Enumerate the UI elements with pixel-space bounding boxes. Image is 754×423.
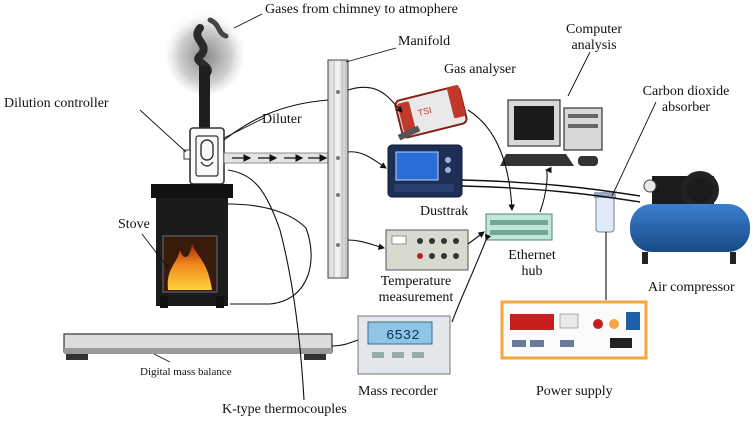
label-gas-analyser: Gas analyser [444, 62, 516, 77]
chimney [199, 66, 210, 156]
label-mass-recorder: Mass recorder [358, 384, 438, 399]
co2-absorber-jar [594, 192, 616, 233]
label-computer-analysis: Computer analysis [562, 22, 626, 54]
label-diluter: Diluter [262, 112, 302, 127]
dusttrak-device [387, 144, 463, 198]
gas-analyser-brand: TSI [417, 105, 433, 118]
label-digital-mass-balance: Digital mass balance [140, 366, 232, 378]
label-leaders [139, 13, 657, 363]
power-supply-unit [500, 300, 648, 360]
label-ethernet-line1: Ethernet [508, 248, 556, 263]
label-ethernet-hub: Ethernet hub [504, 248, 560, 280]
label-co2-line1: Carbon dioxide [642, 84, 730, 99]
mass-balance-platform [63, 333, 333, 360]
label-computer-line2: analysis [571, 38, 617, 53]
gas-analyser-device: TSI [394, 85, 468, 141]
label-ethernet-line2: hub [521, 264, 543, 279]
manifold-column [327, 59, 349, 279]
label-temp-line1: Temperature [380, 274, 452, 289]
mass-recorder-device: 6532 [357, 315, 451, 375]
label-co2-absorber: Carbon dioxide absorber [634, 84, 738, 116]
label-stove: Stove [118, 217, 150, 232]
label-temp-line2: measurement [378, 290, 454, 305]
dilution-controller-unit [183, 127, 225, 185]
connection-lines [223, 86, 641, 401]
label-power-supply: Power supply [536, 384, 613, 399]
label-manifold: Manifold [398, 34, 451, 49]
label-gases-chimney: Gases from chimney to atmophere [265, 2, 458, 17]
label-k-type-thermocouples: K-type thermocouples [222, 402, 347, 417]
stove [151, 184, 233, 308]
label-co2-line2: absorber [661, 100, 711, 115]
ethernet-hub-device [485, 213, 553, 241]
computer-workstation [500, 99, 603, 166]
mass-display-readout: 6532 [386, 328, 420, 344]
label-temperature-measurement: Temperature measurement [366, 274, 466, 306]
label-air-compressor: Air compressor [648, 280, 735, 295]
label-dusttrak: Dusttrak [420, 204, 469, 219]
label-computer-line1: Computer [566, 22, 622, 37]
label-dilution-controller: Dilution controller [4, 96, 109, 111]
air-compressor-unit [630, 171, 750, 264]
temperature-logger [385, 229, 469, 271]
diluter-tube [223, 152, 329, 164]
